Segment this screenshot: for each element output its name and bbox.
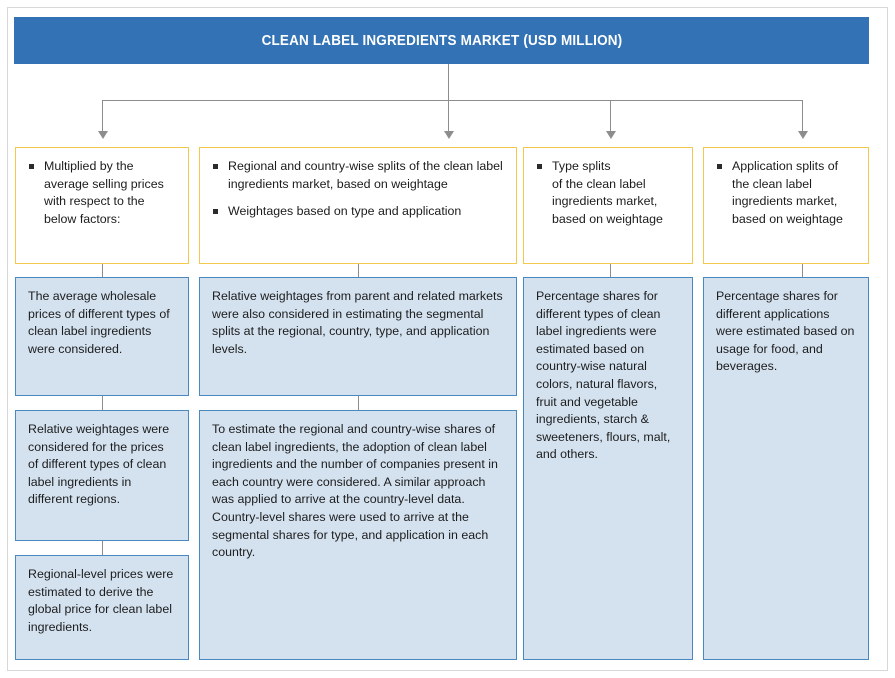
connector-drop-4 (802, 100, 803, 132)
detail-text: Percentage shares for different types of… (536, 289, 671, 462)
list-item-text: Multiplied by the average selling prices… (44, 159, 164, 226)
page-title: CLEAN LABEL INGREDIENTS MARKET (USD MILL… (261, 32, 622, 49)
bullet-square-icon (537, 164, 542, 169)
list-item-text: Type splits of the clean label ingredien… (552, 159, 663, 226)
bullet-square-icon (213, 164, 218, 169)
connector-col1-detail1-to-detail2 (102, 396, 103, 410)
list-item-text: Regional and country-wise splits of the … (228, 159, 503, 191)
detail-text: To estimate the regional and country-wis… (212, 422, 498, 560)
connector-distribution-horizontal (102, 100, 802, 101)
list-item-text: Application splits of the clean label in… (732, 159, 843, 226)
detail-text: Percentage shares for different applicat… (716, 289, 855, 374)
column-1-top-box[interactable]: Multiplied by the average selling prices… (15, 147, 189, 264)
arrow-head-3 (606, 131, 616, 139)
bullet-square-icon (29, 164, 34, 169)
column-2-top-box[interactable]: Regional and country-wise splits of the … (199, 147, 517, 264)
header-banner: CLEAN LABEL INGREDIENTS MARKET (USD MILL… (14, 17, 869, 64)
column-3-top-box[interactable]: Type splits of the clean label ingredien… (523, 147, 693, 264)
connector-col1-detail2-to-detail3 (102, 541, 103, 555)
bullet-square-icon (213, 209, 218, 215)
detail-text: Relative weightages from parent and rela… (212, 289, 503, 356)
list-item-text: Weightages based on type and application (228, 204, 462, 219)
detail-text: Relative weightages were considered for … (28, 422, 170, 507)
connector-drop-2 (448, 100, 449, 132)
list-item: Regional and country-wise splits of the … (210, 158, 506, 193)
arrow-head-2 (444, 131, 454, 139)
column-2-detail-box-2[interactable]: To estimate the regional and country-wis… (199, 410, 517, 660)
column-4-detail-box-1[interactable]: Percentage shares for different applicat… (703, 277, 869, 660)
connector-trunk-vertical (448, 64, 449, 100)
list-item: Weightages based on type and application (210, 203, 506, 221)
list-item: Type splits of the clean label ingredien… (534, 158, 682, 228)
connector-col4-top-to-detail1 (802, 264, 803, 277)
connector-drop-3 (610, 100, 611, 132)
detail-text: Regional-level prices were estimated to … (28, 567, 174, 634)
list-item: Multiplied by the average selling prices… (26, 158, 178, 228)
column-2-detail-box-1[interactable]: Relative weightages from parent and rela… (199, 277, 517, 396)
arrow-head-4 (798, 131, 808, 139)
column-3-detail-box-1[interactable]: Percentage shares for different types of… (523, 277, 693, 660)
bullet-square-icon (717, 164, 722, 169)
connector-col2-top-to-detail1 (358, 264, 359, 277)
column-1-detail-box-2[interactable]: Relative weightages were considered for … (15, 410, 189, 541)
connector-col3-top-to-detail1 (610, 264, 611, 277)
connector-col1-top-to-detail1 (102, 264, 103, 277)
column-4-top-box[interactable]: Application splits of the clean label in… (703, 147, 869, 264)
connector-col2-detail1-to-detail2 (358, 396, 359, 410)
detail-text: The average wholesale prices of differen… (28, 289, 170, 356)
connector-drop-1 (102, 100, 103, 132)
list-item: Application splits of the clean label in… (714, 158, 858, 228)
column-1-detail-box-3[interactable]: Regional-level prices were estimated to … (15, 555, 189, 660)
column-1-detail-box-1[interactable]: The average wholesale prices of differen… (15, 277, 189, 396)
arrow-head-1 (98, 131, 108, 139)
